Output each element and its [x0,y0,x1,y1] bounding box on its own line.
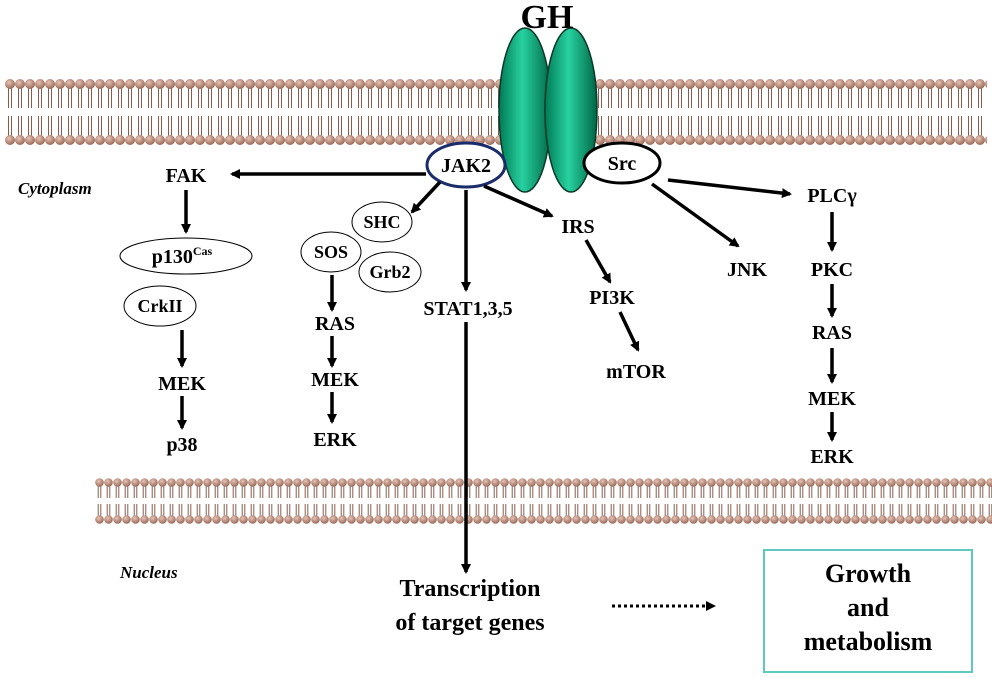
arrow-jak2-irs [483,184,554,218]
gh-receptor-left [498,27,552,193]
irs-label: IRS [561,216,594,238]
src-node [582,141,662,185]
cas-superscript: Cas [193,244,213,258]
pi3k-label: PI3K [589,287,635,309]
nucleus-label: Nucleus [119,563,178,582]
plc-erk-label: ERK [810,446,854,468]
transcription-line1: Transcription [400,576,541,602]
p130cas-node [119,237,253,275]
arrow-src-plc [667,178,792,199]
outcome-line2: and [847,593,889,622]
plc-label: PLCγ [807,185,857,207]
shc-mek-label: MEK [311,369,359,391]
gh-title: GH [521,0,574,36]
fak-label: FAK [166,165,207,187]
src-label: Src [608,153,637,175]
plc-mek-label: MEK [808,388,856,410]
grb2-label: Grb2 [369,262,410,282]
transcription-line2: of target genes [395,610,544,636]
stat-label: STAT1,3,5 [423,298,512,320]
fak-mek-label: MEK [158,373,206,395]
grb2-node [358,251,422,293]
plc-ras-label: RAS [812,322,852,344]
sos-label: SOS [314,242,348,262]
shc-ras-label: RAS [315,313,355,335]
mtor-label: mTOR [606,361,666,383]
sos-node [300,231,362,273]
jak2-node [425,141,507,189]
outcome-line1: Growth [825,559,912,588]
p130-text: p130 [152,246,193,268]
jak2-label: JAK2 [441,155,491,177]
jnk-label: JNK [727,259,767,281]
shc-node [351,201,413,243]
p38-label: p38 [166,434,197,456]
outcome-line3: metabolism [804,627,933,656]
gh-receptor-right [544,27,598,193]
arrow-irs-pi3k [584,239,612,284]
plasma-membrane [5,78,987,146]
outcome-box [763,549,973,673]
p130cas-label: p130Cas [152,244,213,268]
crkii-label: CrkII [137,296,182,316]
cytoplasm-label: Cytoplasm [18,179,92,198]
arrow-src-jnk [650,182,740,248]
arrow-jak2-shc [410,180,442,214]
crkii-node [123,285,197,327]
shc-label: SHC [363,212,400,232]
shc-erk-label: ERK [313,429,357,451]
arrow-pi3k-mtor [618,311,640,352]
pkc-label: PKC [811,259,853,281]
nuclear-membrane [95,478,992,524]
